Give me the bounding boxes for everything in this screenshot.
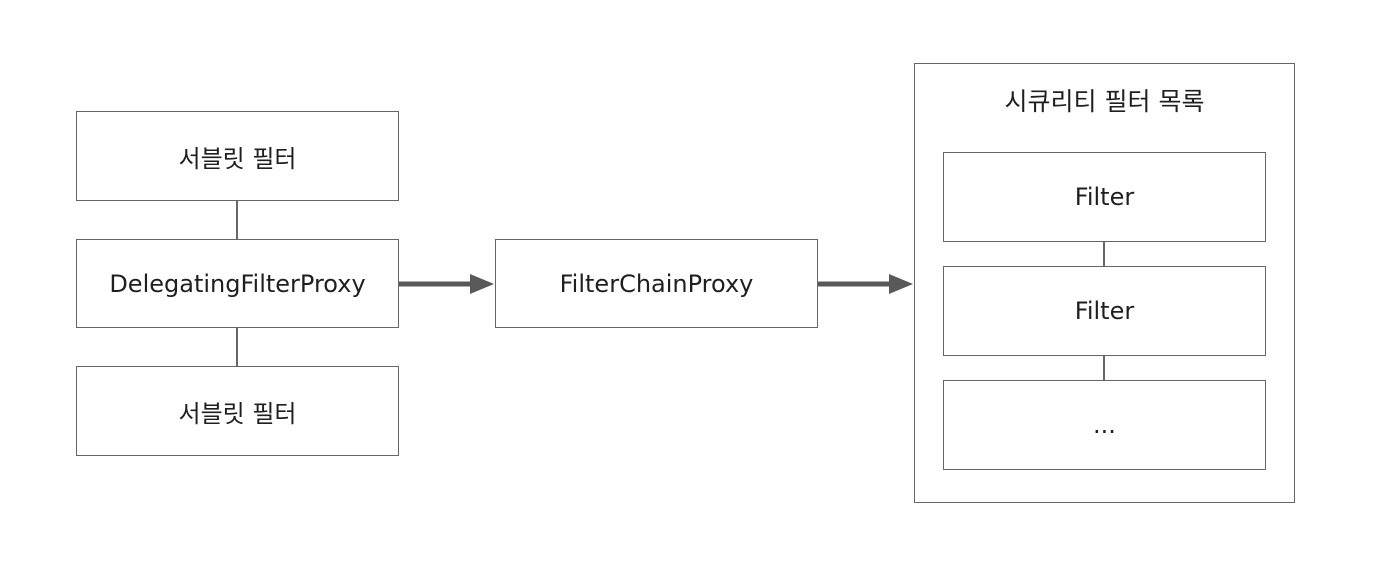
arrow-chain-to-filter-list [818,274,913,294]
connector-filter-1-to-2 [1103,242,1105,266]
delegating-filter-proxy-label: DelegatingFilterProxy [109,269,366,298]
security-filter-item-ellipsis: ... [943,380,1266,470]
security-filter-item: Filter [943,152,1266,242]
security-filter-ellipsis-label: ... [1093,411,1116,439]
delegating-filter-proxy-box: DelegatingFilterProxy [76,239,399,328]
filter-chain-proxy-box: FilterChainProxy [495,239,818,328]
security-filter-item-label: Filter [1074,183,1135,211]
security-filter-item-label: Filter [1074,297,1135,325]
security-filter-list-title: 시큐리티 필터 목록 [1004,87,1205,116]
servlet-filter-top-label: 서블릿 필터 [178,144,297,173]
connector-filter-2-to-3 [1103,356,1105,380]
filter-chain-proxy-label: FilterChainProxy [559,269,754,298]
connector-top-to-delegating [236,201,238,239]
servlet-filter-bottom-label: 서블릿 필터 [178,399,297,428]
servlet-filter-top-box: 서블릿 필터 [76,111,399,201]
connector-delegating-to-bottom [236,328,238,366]
security-filter-item: Filter [943,266,1266,356]
servlet-filter-bottom-box: 서블릿 필터 [76,366,399,456]
arrow-delegating-to-chain [399,274,494,294]
